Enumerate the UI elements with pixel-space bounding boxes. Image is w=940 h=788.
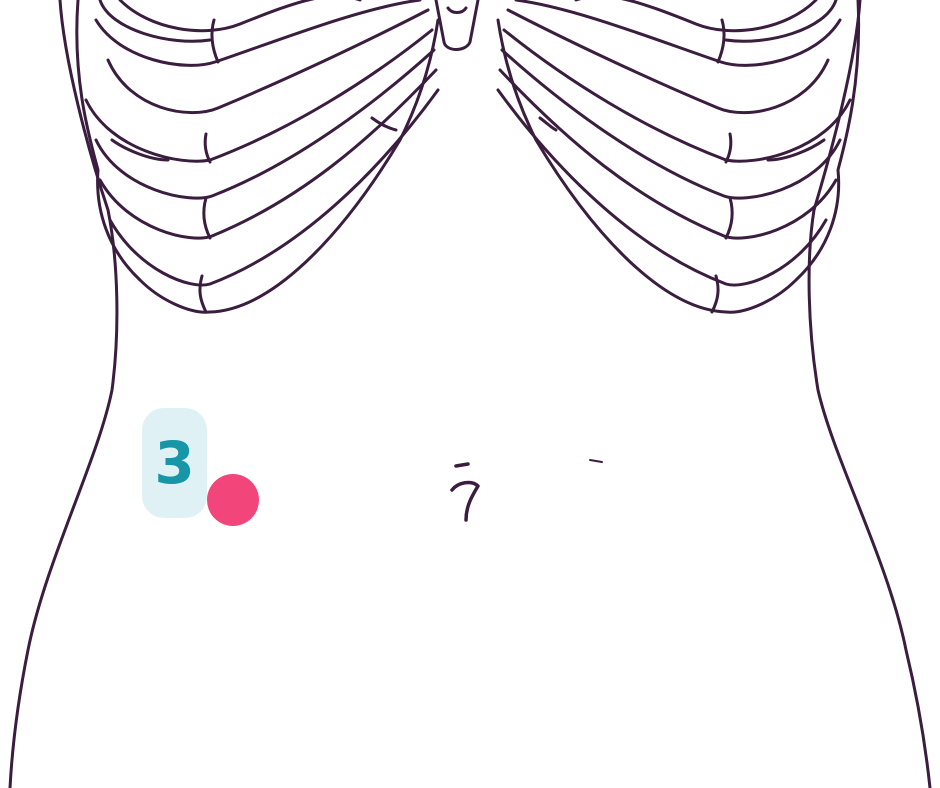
xiphoid-line: [446, 6, 468, 14]
point-number-badge: 3: [142, 408, 207, 518]
left-cartilage-5: [370, 116, 398, 132]
left-cartilage-3: [202, 196, 212, 240]
right-rib-4: [502, 28, 852, 163]
left-rib-3: [106, 8, 430, 115]
navel: [450, 462, 480, 522]
left-rib-7: [108, 88, 440, 287]
right-rib-1: [574, 0, 818, 33]
right-cartilage-5: [538, 116, 558, 132]
left-rib-5: [94, 48, 436, 200]
left-rib-1: [118, 0, 362, 33]
right-cartilage-3: [724, 196, 734, 240]
navel-mark-right: [589, 459, 603, 463]
right-rib-5: [500, 48, 842, 200]
point-marker-dot[interactable]: [207, 474, 259, 526]
right-rib-7: [496, 88, 828, 287]
right-cartilage-4: [710, 274, 720, 314]
right-rib-2: [514, 0, 842, 67]
left-cartilage-1: [210, 18, 220, 64]
right-rib-3: [506, 8, 830, 115]
left-rib-inner-b: [110, 138, 170, 162]
sternum: [434, 0, 480, 51]
right-rib-6: [498, 68, 838, 240]
right-cartilage-1: [716, 18, 726, 64]
left-body-contour: [8, 0, 119, 788]
right-rib-inner-a: [724, 0, 838, 43]
left-cartilage-4: [198, 274, 208, 314]
left-rib-inner-a: [98, 0, 212, 43]
left-rib-2: [94, 0, 422, 67]
left-rib-4: [84, 28, 434, 163]
right-cartilage-2: [724, 132, 733, 164]
right-body-contour: [807, 0, 932, 788]
right-rib-inner-b: [766, 138, 826, 162]
left-cartilage-2: [203, 132, 212, 164]
